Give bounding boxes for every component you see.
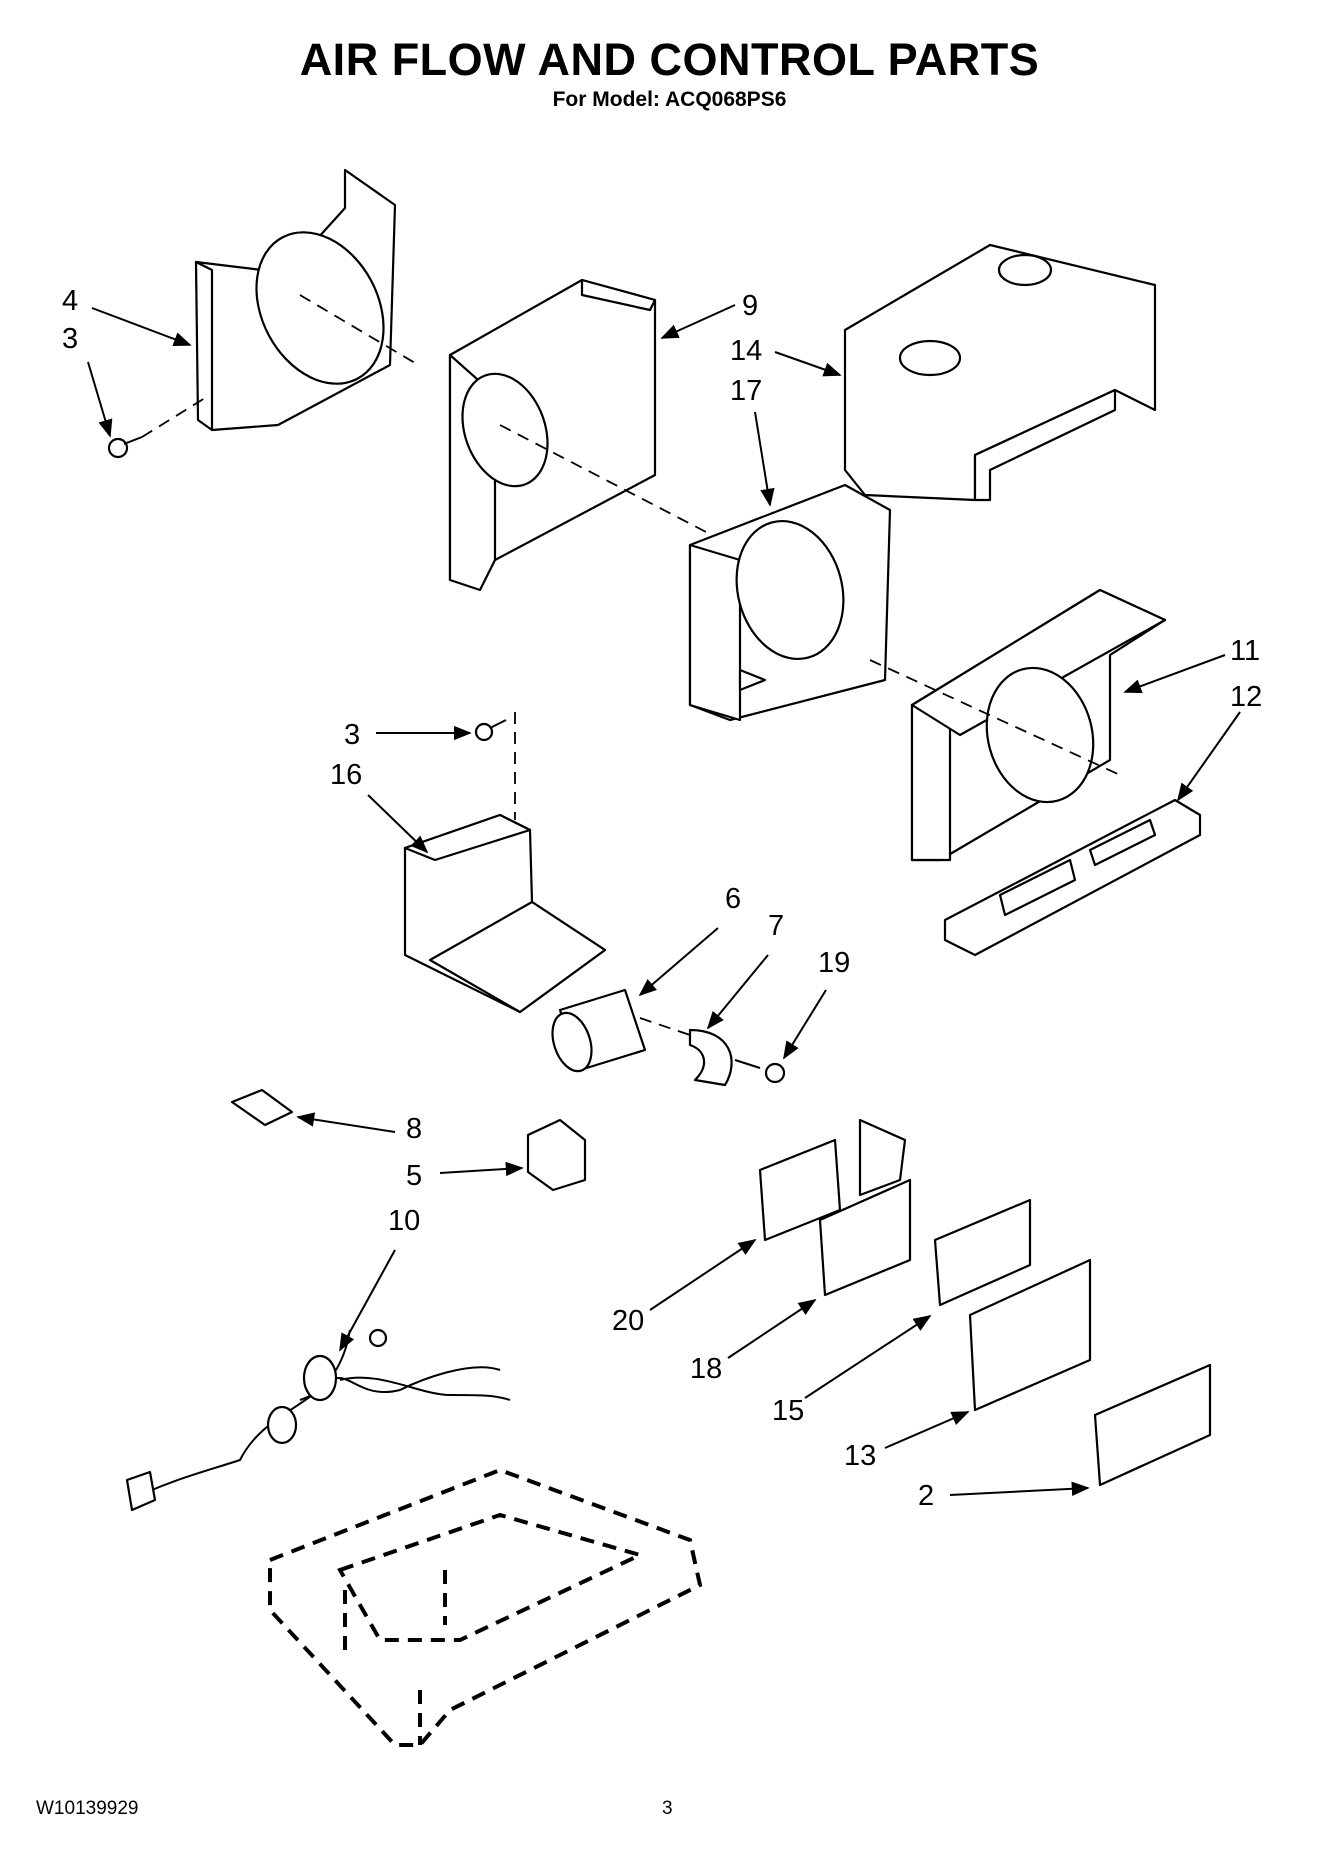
callout-9: 9 bbox=[660, 290, 758, 339]
callout-label: 13 bbox=[844, 1440, 876, 1472]
callout-label: 3 bbox=[62, 323, 78, 355]
callout-15: 15 bbox=[772, 1315, 932, 1427]
callout-5: 5 bbox=[406, 1160, 524, 1192]
callout-label: 8 bbox=[406, 1113, 422, 1145]
part-8-clip bbox=[230, 1088, 294, 1127]
callout-12: 12 bbox=[1176, 681, 1262, 802]
page-title: AIR FLOW AND CONTROL PARTS bbox=[299, 34, 1040, 85]
callout-label: 17 bbox=[730, 375, 762, 407]
callout-14: 14 bbox=[730, 335, 842, 377]
callout-label: 4 bbox=[62, 285, 78, 317]
part-9-shroud bbox=[448, 278, 761, 592]
callout-label: 15 bbox=[772, 1395, 804, 1427]
callout-label: 11 bbox=[1230, 635, 1260, 667]
callout-2: 2 bbox=[918, 1480, 1090, 1512]
callout-label: 5 bbox=[406, 1160, 422, 1192]
callout-label: 2 bbox=[918, 1480, 934, 1512]
part-19-screw bbox=[734, 1059, 786, 1084]
part-3-screw-middle bbox=[474, 712, 516, 820]
callout-label: 14 bbox=[730, 335, 762, 367]
callout-7: 7 bbox=[706, 910, 784, 1030]
part-20-control-board bbox=[758, 1118, 907, 1242]
callout-label: 19 bbox=[818, 947, 850, 979]
callout-16: 16 bbox=[330, 759, 429, 854]
part-5-relay bbox=[526, 1118, 587, 1192]
callout-3: 3 bbox=[62, 323, 113, 438]
callout-11: 11 bbox=[1123, 635, 1260, 694]
part-10-harness bbox=[125, 1328, 511, 1512]
part-3-screw bbox=[107, 397, 206, 459]
callout-label: 7 bbox=[768, 910, 784, 942]
callout-label: 9 bbox=[742, 290, 758, 322]
callout-label: 18 bbox=[690, 1353, 722, 1385]
callout-19: 19 bbox=[783, 947, 850, 1060]
callout-label: 6 bbox=[725, 883, 741, 915]
part-4-shroud bbox=[194, 168, 416, 432]
callout-10: 10 bbox=[339, 1205, 420, 1352]
part-18-circuit-board bbox=[818, 1178, 912, 1297]
callout-label: 10 bbox=[388, 1205, 420, 1237]
document-number: W10139929 bbox=[36, 1798, 139, 1819]
callout-13: 13 bbox=[844, 1411, 970, 1472]
part-11-back-panel bbox=[869, 588, 1167, 862]
callout-4: 4 bbox=[62, 285, 192, 347]
part-6-capacitor bbox=[551, 988, 691, 1073]
callout-3-middle: 3 bbox=[344, 719, 472, 751]
part-2-overlay bbox=[1093, 1363, 1212, 1487]
page-number: 3 bbox=[662, 1798, 673, 1819]
callout-20: 20 bbox=[612, 1239, 757, 1337]
part-13-keypad bbox=[968, 1258, 1092, 1412]
part-7-strap bbox=[688, 1028, 733, 1087]
part-16-bracket bbox=[403, 813, 607, 1014]
callout-label: 12 bbox=[1230, 681, 1262, 713]
callout-label: 20 bbox=[612, 1305, 644, 1337]
callout-label: 3 bbox=[344, 719, 360, 751]
callout-18: 18 bbox=[690, 1299, 817, 1385]
callout-6: 6 bbox=[638, 883, 741, 997]
part-12-base-tray bbox=[943, 798, 1202, 957]
base-pan-outline bbox=[268, 1467, 703, 1747]
part-14-cover bbox=[843, 243, 1157, 502]
part-15-display-board bbox=[933, 1198, 1032, 1307]
part-17-fan-housing bbox=[688, 483, 892, 722]
callout-17: 17 bbox=[730, 375, 775, 507]
callout-8: 8 bbox=[296, 1112, 422, 1145]
callout-label: 16 bbox=[330, 759, 362, 791]
model-subtitle: For Model: ACQ068PS6 bbox=[552, 88, 787, 111]
